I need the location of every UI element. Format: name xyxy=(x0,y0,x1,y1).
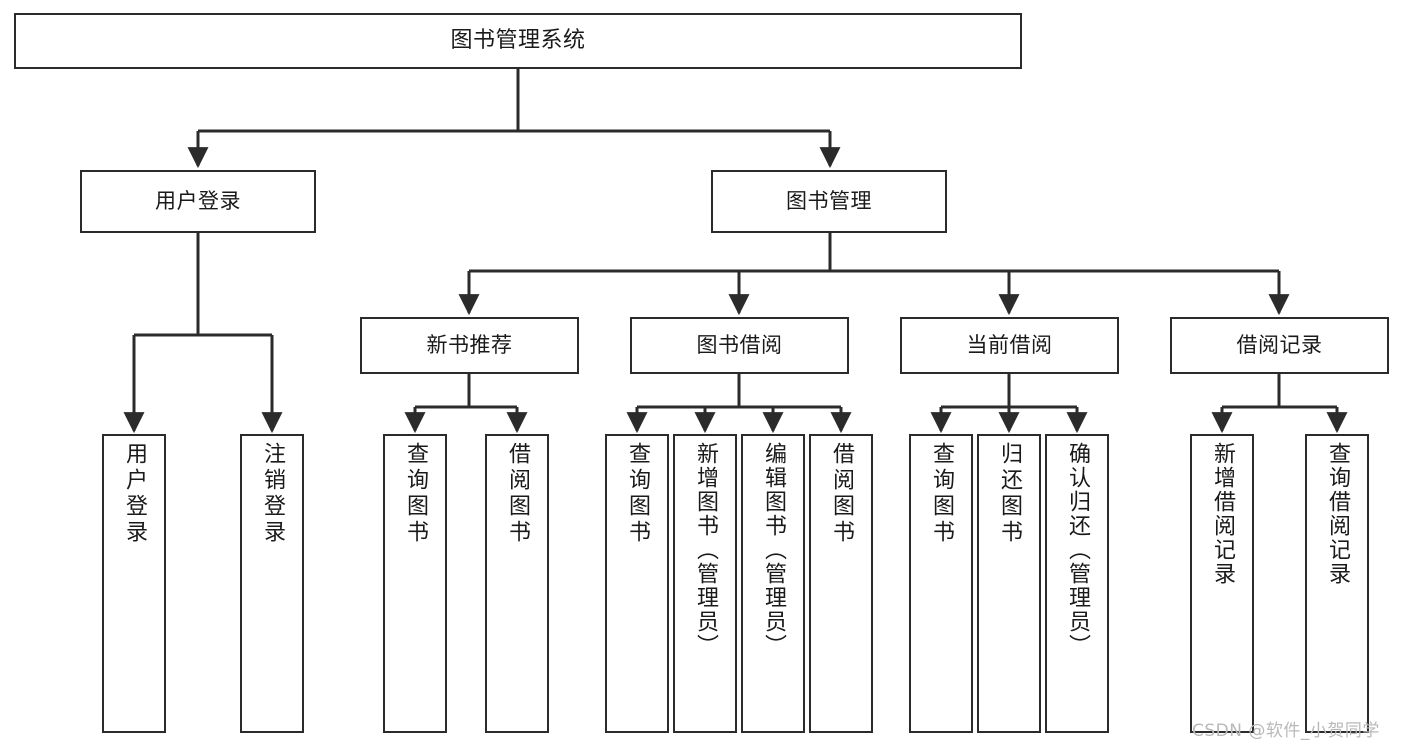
node-label: 图书借阅 xyxy=(696,332,783,357)
node-label: 图书管理系统 xyxy=(450,28,586,54)
node-borrow-record[interactable]: 借阅记录 xyxy=(1170,317,1389,374)
leaf-logout[interactable]: 注销登录 xyxy=(240,434,304,733)
node-label: 新书推荐 xyxy=(426,332,513,357)
leaf-query-book-recommend[interactable]: 查询图书 xyxy=(383,434,447,733)
node-label: 图书管理 xyxy=(786,188,872,213)
leaf-query-book-borrow[interactable]: 查询图书 xyxy=(605,434,669,733)
node-label: 新增图书（管理员） xyxy=(693,442,718,658)
leaf-query-borrow-record[interactable]: 查询借阅记录 xyxy=(1305,434,1369,733)
leaf-add-borrow-record[interactable]: 新增借阅记录 xyxy=(1190,434,1254,733)
node-label: 确认归还（管理员） xyxy=(1065,442,1090,658)
csdn-watermark: CSDN @软件_小贺同学 xyxy=(1192,716,1380,741)
node-label: 编辑图书（管理员） xyxy=(761,442,786,658)
node-label: 用户登录 xyxy=(155,188,241,213)
node-label: 查询图书 xyxy=(625,442,650,546)
leaf-add-book-admin[interactable]: 新增图书（管理员） xyxy=(673,434,737,733)
node-label: 借阅图书 xyxy=(505,442,530,546)
leaf-borrow-book[interactable]: 借阅图书 xyxy=(809,434,873,733)
node-label: 注销登录 xyxy=(260,442,285,546)
node-label: 借阅记录 xyxy=(1236,332,1323,357)
leaf-edit-book-admin[interactable]: 编辑图书（管理员） xyxy=(741,434,805,733)
node-label: 查询图书 xyxy=(929,442,954,546)
leaf-borrow-book-recommend[interactable]: 借阅图书 xyxy=(485,434,549,733)
node-label: 查询借阅记录 xyxy=(1325,442,1350,586)
node-book-management-system[interactable]: 图书管理系统 xyxy=(14,13,1022,69)
node-label: 新增借阅记录 xyxy=(1210,442,1235,586)
node-book-management[interactable]: 图书管理 xyxy=(711,170,947,233)
node-current-borrow[interactable]: 当前借阅 xyxy=(900,317,1119,374)
node-user-login[interactable]: 用户登录 xyxy=(80,170,316,233)
watermark-text: CSDN @软件_小贺同学 xyxy=(1192,721,1380,741)
node-label: 归还图书 xyxy=(997,442,1022,546)
node-label: 查询图书 xyxy=(403,442,428,546)
node-label: 用户登录 xyxy=(122,442,147,546)
node-new-book-recommend[interactable]: 新书推荐 xyxy=(360,317,579,374)
leaf-return-book[interactable]: 归还图书 xyxy=(977,434,1041,733)
leaf-query-book-current[interactable]: 查询图书 xyxy=(909,434,973,733)
leaf-user-login[interactable]: 用户登录 xyxy=(102,434,166,733)
leaf-confirm-return-admin[interactable]: 确认归还（管理员） xyxy=(1045,434,1109,733)
node-label: 当前借阅 xyxy=(966,332,1053,357)
node-label: 借阅图书 xyxy=(829,442,854,546)
node-book-borrow[interactable]: 图书借阅 xyxy=(630,317,849,374)
